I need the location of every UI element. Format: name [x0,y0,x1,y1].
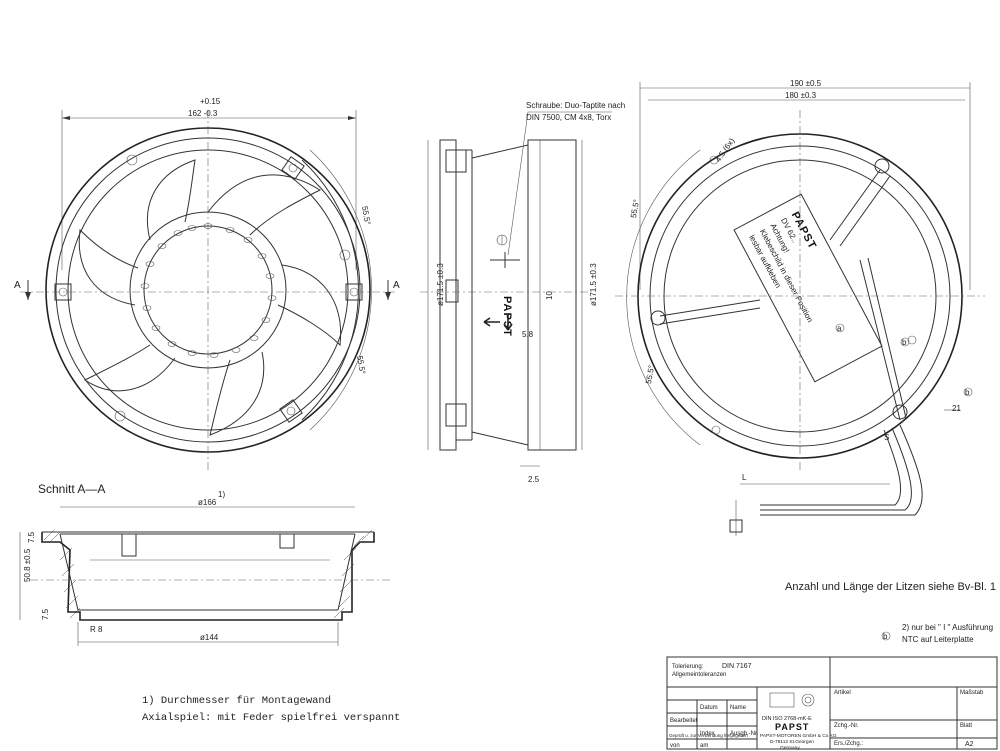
rear-marker-b2: b [965,388,970,397]
front-dim-tolerance: +0.15 [200,97,221,106]
notes: Anzahl und Länge der Litzen siehe Bv-Bl.… [142,581,996,724]
section-dim-75-bottom: 7.5 [41,608,50,620]
note2-marker: b [883,632,888,641]
screw-note-line1: Schraube: Duo-Taptite nach [526,101,625,110]
tb-col-name: Name [730,705,747,711]
rear-marker-a: a [837,324,842,333]
tb-col-ausgnr: Ausgb.-Nr. [730,731,759,737]
note-wires: Anzahl und Länge der Litzen siehe Bv-Bl.… [785,581,996,593]
tb-blatt: Blatt [960,723,972,729]
note2-line1: 2) nur bei " I " Ausführung [902,623,993,632]
screw-note-line2: DIN 7500, CM 4x8, Torx [526,113,611,122]
section-mark-right: A [393,280,400,291]
tb-col-datum: Datum [700,705,718,711]
tb-row-am: am [700,743,708,749]
note2-line2: NTC auf Leiterplatte [902,635,974,644]
tb-company-brand: PAPST [775,722,809,732]
rear-dim-45: 4.5 (6x) [713,136,736,164]
rear-dim-s: S [884,433,889,442]
rear-angle-upper: 55.5° [629,199,641,219]
front-dim-162: 162 -0.3 [188,109,218,118]
rear-dim-21: 21 [952,404,961,413]
rear-dim-l: L [742,473,747,482]
footnote-2: Axialspiel: mit Feder spielfrei verspann… [142,712,400,724]
tb-zchg-nr: Zchg.-Nr. [834,723,859,729]
rear-angle-lower: 55.5° [644,365,656,385]
rear-label: PAPST DV 62.. Achtung! Klebeschild in di… [733,193,883,383]
rear-dim-180: 180 ±0.3 [785,91,817,100]
title-block: Tolerierung: DIN 7167 Allgemeintoleranze… [666,656,998,751]
tb-col-index: Index [700,731,715,737]
section-radius: R 8 [90,625,103,634]
section-view: Schnitt A—A ø166 1) [19,482,390,646]
tb-iso-std: DIN ISO 2768-mK-E [762,716,812,722]
tb-massstab: Maßstab [960,690,984,696]
mounting-lugs [54,154,363,423]
tb-row-geprueft: Geprüft u. zur Verwendung freigegeben [669,733,748,738]
section-dim-144: ø144 [200,633,219,642]
tb-company-city: D-78112 St.Georgen [770,739,814,745]
side-brand: PAPST [501,296,513,337]
rear-dim-190: 190 ±0.5 [790,79,822,88]
section-title: Schnitt A—A [38,482,105,496]
side-dim-25: 2.5 [528,475,540,484]
front-angle-lower: 55.5° [355,355,367,375]
front-view: +0.15 162 -0.3 [14,97,400,470]
side-view: Schraube: Duo-Taptite nach DIN 7500, CM … [420,101,625,484]
side-dim-left: ø171.5 ±0.3 [436,263,445,306]
tb-company-country: Germany [780,745,800,751]
section-dim-height: 50.8 ±0.5 [23,548,32,582]
side-dim-10: 10 [545,291,554,300]
tb-company-name: PAPST-MOTOREN GmbH & Co KG [760,733,837,739]
section-dim-166: ø166 [198,498,217,507]
rear-marker-b1: b [902,338,907,347]
tb-format: A2 [965,741,974,748]
tb-row-bearbeitet: Bearbeitet [670,718,698,724]
front-angle-upper: 55.5° [360,205,372,225]
tb-tolerance-value: DIN 7167 [722,663,752,670]
tb-tolerance-label: Tolerierung: [672,664,704,670]
side-dim-58: 5.8 [522,330,534,339]
tb-ers-zchg: Ers./Zchg.: [834,741,863,747]
footnote-1: 1) Durchmesser für Montagewand [142,695,331,707]
tb-artikel: Artikel [834,690,851,696]
fan-blades [78,159,342,436]
section-mark-left: A [14,280,21,291]
section-note-ref: 1) [218,490,225,499]
side-dim-right: ø171.5 ±0.3 [589,263,598,306]
hub-rivets [140,223,277,358]
tb-row-von: von [670,743,680,749]
section-dim-75-top: 7.5 [27,531,36,543]
rear-view: 190 ±0.5 180 ±0.3 PAPST DV 62.. Achtung!… [615,79,985,536]
tb-general-tol: Allgemeintoleranzen [672,672,726,678]
section-hatch-left [43,529,81,619]
section-hatch-right [333,529,373,619]
